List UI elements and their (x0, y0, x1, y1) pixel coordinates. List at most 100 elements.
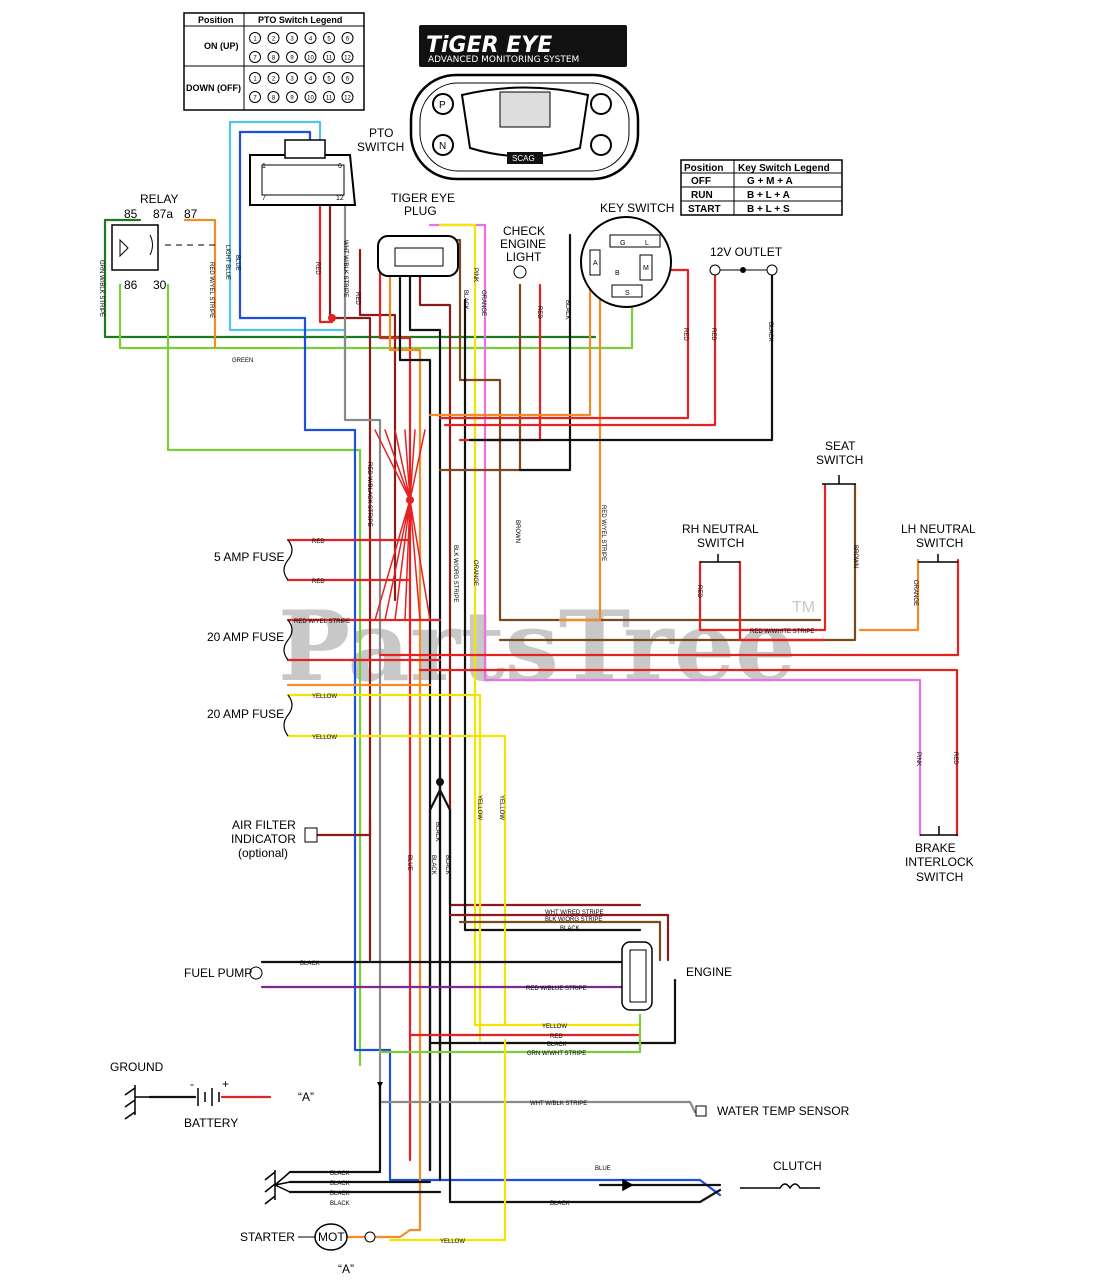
relay-label: RELAY (140, 192, 178, 206)
pto-legend-pin-number: 2 (272, 77, 276, 83)
air-filter-label-3: (optional) (238, 846, 288, 860)
key-letter-g: G (620, 240, 625, 247)
pto-legend-pin (286, 91, 298, 103)
diode-icon (377, 1082, 383, 1088)
wire-label-red-wyel-2: RED W/YEL STRIPE (600, 505, 606, 561)
key-legend-pos-run: RUN (691, 190, 713, 201)
ground-label: GROUND (110, 1060, 164, 1074)
wire-label-light-blue: LIGHT BLUE (224, 245, 230, 280)
battery-pos: + (222, 1077, 229, 1091)
wire-label-grn-wwht: GRN W/WHT STRIPE (527, 1051, 586, 1057)
lh-neutral-label-1: LH NEUTRAL (901, 522, 976, 536)
wire-label-red-wblue: RED W/BLUE STRIPE (526, 986, 587, 992)
pto-legend-pin (304, 91, 317, 103)
wire-label-red-wblk: RED W/BLACK STRIPE (366, 462, 372, 527)
key-switch-legend: Position Key Switch Legend OFF G + M + A… (680, 159, 843, 216)
fuel-pump-icon (249, 966, 263, 980)
rh-neutral-label-2: SWITCH (697, 536, 744, 550)
pto-legend-pin (286, 72, 298, 84)
wire-label-black-fuel: BLACK (300, 961, 320, 967)
wire-label-brown: BROWN (514, 520, 520, 543)
lh-neutral-label-2: SWITCH (916, 536, 963, 550)
wire-label-red-outlet: RED (710, 328, 716, 341)
check-engine-label-3: LIGHT (506, 250, 542, 264)
pto-legend-pin (249, 51, 261, 63)
brand-subtitle: ADVANCED MONITORING SYSTEM (428, 55, 579, 65)
wire-labels: GREEN GRN W/BLK STRIPE RED W/YEL STRIPE … (98, 240, 958, 1245)
battery-ref-a: “A” (298, 1090, 314, 1104)
wire-label-blk-worg-eng: BLK W/ORG STRIPE (545, 917, 602, 923)
pto-legend-pin (267, 51, 280, 63)
wire-label-black-g1: BLACK (330, 1171, 350, 1177)
wire-label-wht-wred: WHT W/RED STRIPE (545, 910, 604, 916)
starter-ref-a: “A” (338, 1262, 354, 1276)
wire-label-black-outlet: BLACK (767, 322, 773, 342)
pto-legend-off: DOWN (OFF) (186, 83, 241, 93)
key-legend-val-start: B + L + S (747, 204, 790, 215)
wire-label-orange-2: ORANGE (472, 560, 478, 586)
wire-label-wht-wblk-temp: WHT W/BLK STRIPE (530, 1101, 587, 1107)
seat-switch-label-1: SEAT (825, 439, 856, 453)
wire-label-black-eng2: BLACK (547, 1042, 567, 1048)
check-engine-label-2: ENGINE (500, 237, 546, 251)
wire-harness (103, 120, 960, 1242)
pto-legend-header-title: PTO Switch Legend (258, 15, 342, 25)
brake-label-1: BRAKE (915, 841, 956, 855)
wire-label-pink-brake: PINK (915, 752, 921, 766)
starter-mot: MOT (318, 1230, 345, 1244)
wire-label-yellow-b: YELLOW (312, 735, 337, 741)
pto-legend-pin (304, 32, 317, 44)
pto-legend-pin (341, 51, 354, 63)
engine-connector-icon (621, 941, 653, 1011)
pto-legend-pin (267, 32, 280, 44)
key-legend-pos-start: START (688, 204, 721, 215)
pto-switch-label-1: PTO (369, 126, 393, 140)
wire-label-blue-clutch: BLUE (595, 1166, 611, 1172)
lh-neutral-switch-icon (918, 554, 958, 563)
display-button-up-icon (590, 93, 612, 115)
pto-switch-label-2: SWITCH (357, 140, 404, 154)
wire-label-red-brake: RED (952, 752, 958, 765)
key-letter-b: B (615, 270, 620, 277)
battery-label: BATTERY (184, 1116, 238, 1130)
wire-label-black-g3: BLACK (330, 1191, 350, 1197)
pto-legend-pin (249, 72, 261, 84)
seat-switch-icon (822, 475, 856, 485)
relay-pin-86: 86 (124, 278, 138, 292)
brake-label-2: INTERLOCK (905, 855, 974, 869)
pto-legend-pin-number: 11 (326, 96, 333, 102)
seat-switch-label-2: SWITCH (816, 453, 863, 467)
chassis-ground-icon (264, 1170, 291, 1205)
wire-label-green: GREEN (232, 358, 253, 364)
pto-pin-1: 1 (262, 163, 266, 170)
pto-legend-pin-number: 9 (290, 56, 294, 62)
key-legend-header-position: Position (684, 163, 723, 174)
pto-pin-7: 7 (262, 195, 266, 202)
wire-label-yellow-v1: YELLOW (476, 795, 482, 820)
fuse-symbols (283, 539, 293, 737)
wire-label-wht-wblk: WHT W/BLK STRIPE (342, 240, 348, 297)
pto-legend-pin (267, 72, 280, 84)
pto-legend-pin (341, 72, 354, 84)
wire-label-red-cel: RED (536, 306, 542, 319)
splice-dot (328, 314, 336, 322)
brake-label-3: SWITCH (916, 870, 963, 884)
wire-label-yellow-v2: YELLOW (498, 795, 504, 820)
wire-label-orange-lh: ORANGE (912, 580, 918, 606)
key-switch-label: KEY SWITCH (600, 201, 674, 215)
pto-legend-pin (249, 91, 261, 103)
wire-label-black-g2: BLACK (330, 1181, 350, 1187)
key-legend-val-run: B + L + A (747, 190, 790, 201)
wire-label-blue-v: BLUE (406, 855, 412, 871)
wire-label-pink: PINK (472, 268, 478, 282)
pto-legend-pin-number: 8 (272, 96, 276, 102)
wire-label-yellow-eng: YELLOW (542, 1024, 567, 1030)
fuel-pump-label: FUEL PUMP (184, 966, 252, 980)
pto-legend-pin-number: 3 (290, 37, 294, 43)
svg-text:P: P (439, 100, 446, 111)
wire-label-red-fuse5a: RED (312, 539, 325, 545)
pto-legend-pin-number: 6 (346, 77, 350, 83)
fuse-5-label: 5 AMP FUSE (214, 550, 284, 564)
